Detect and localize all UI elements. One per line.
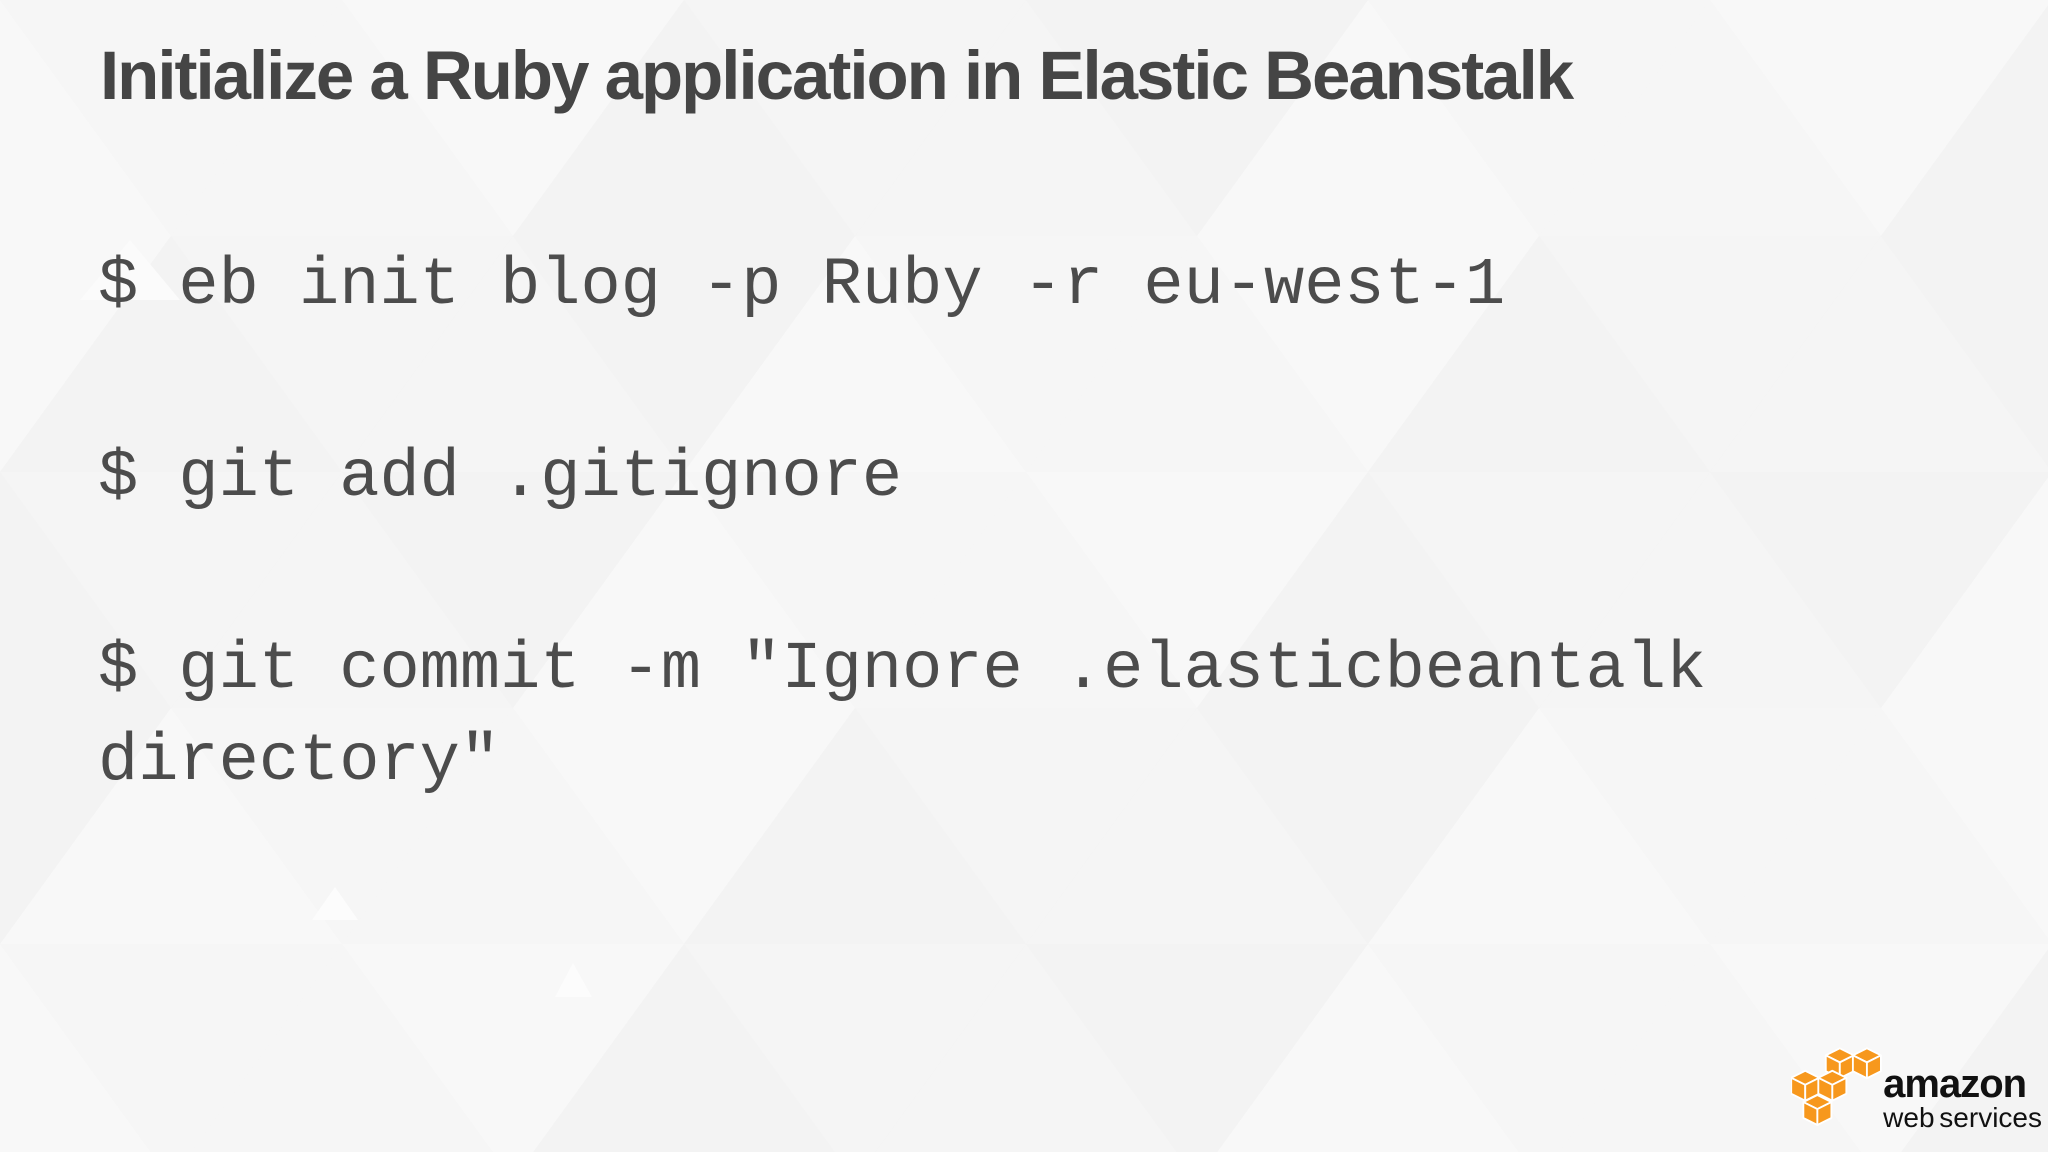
- aws-logo-brand: amazon: [1883, 1062, 2027, 1106]
- command-line-git-commit: $ git commit -m "Ignore .elasticbeantalk…: [98, 632, 1707, 800]
- command-line-git-add: $ git add .gitignore: [98, 440, 903, 516]
- command-line-eb-init: $ eb init blog -p Ruby -r eu-west-1: [98, 248, 1506, 324]
- aws-logo-text: amazon web services: [1873, 1062, 2042, 1133]
- aws-logo: amazon web services: [1791, 1046, 2042, 1132]
- slide-title: Initialize a Ruby application in Elastic…: [100, 37, 1574, 114]
- aws-cubes-icon: [1791, 1047, 1883, 1126]
- aws-logo-subtitle: web services: [1883, 1102, 2042, 1133]
- terminal-commands: $ eb init blog -p Ruby -r eu-west-1 $ gi…: [98, 240, 1978, 908]
